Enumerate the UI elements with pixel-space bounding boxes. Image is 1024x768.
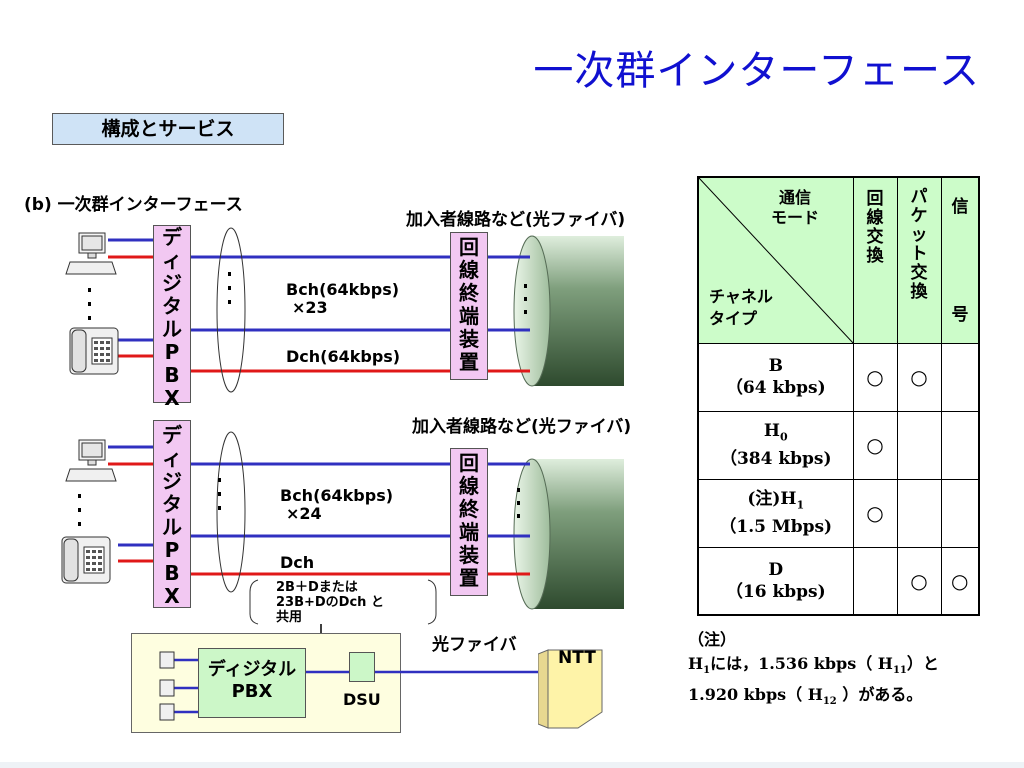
channel-group-ellipse-1 [216, 227, 246, 393]
fiber-cylinder-2 [513, 458, 624, 610]
dch-label-1: Dch(64kbps) [286, 347, 401, 366]
fiber-label: 光ファイバ [432, 635, 517, 655]
table-row: D（16 kbps) ○ ○ [697, 546, 980, 616]
page-title: 一次群インターフェース [533, 48, 980, 94]
bottom-phone-icon [159, 651, 175, 669]
bottom-fax-icon [159, 703, 175, 721]
computer-icon-1 [65, 232, 117, 275]
bottom-digital-pbx: ディジタル PBX [198, 648, 306, 718]
dots-2 [78, 478, 520, 526]
bottom-links [159, 651, 540, 721]
diagram-label: (b) 一次群インターフェース [24, 195, 243, 215]
h1-label: (注)H1 [747, 488, 805, 512]
dots-1 [88, 272, 527, 320]
phone-icon-2 [61, 536, 111, 584]
footnote-line-1: H1には，1.536 kbps（ H11）と [688, 654, 939, 677]
line-terminator-2-label: 回線終端装置 [459, 451, 479, 590]
shared-note: 2B＋Dまたは 23B+DのDch と 共用 [276, 580, 384, 625]
channel-lines-1 [190, 255, 530, 373]
terminal-links-1 [108, 238, 155, 358]
bch-count-2: ×24 [286, 504, 322, 523]
note-brace-left [249, 579, 259, 625]
bch-count-1: ×23 [292, 298, 328, 317]
col-circuit-switch: 回線交換 [852, 176, 898, 344]
computer-icon-2 [65, 439, 117, 482]
terminal-links-2 [108, 445, 155, 563]
note-brace-right [427, 579, 437, 625]
line-terminator-2 [450, 448, 488, 596]
footnote-line-2: 1.920 kbps（ H12 ）がある。 [688, 685, 923, 708]
table-header-corner: 通信モード チャネルタイプ [697, 176, 854, 344]
section-subtitle: 構成とサービス [52, 113, 284, 145]
ntt-building [538, 649, 603, 729]
line-terminator-1 [450, 232, 488, 380]
line-terminator-1-label: 回線終端装置 [459, 235, 479, 374]
dsu-unit [349, 652, 375, 682]
col-packet-switch: パケット交換 [896, 176, 942, 344]
col-signal: 信 号 [940, 176, 980, 344]
dch-label-2: Dch [280, 553, 315, 572]
subscriber-line-label-2: 加入者線路など(光ファイバ) [412, 417, 632, 437]
ntt-label: NTT [558, 648, 596, 668]
bch-label-1: Bch(64kbps) [286, 280, 400, 299]
footer-bar [0, 762, 1024, 768]
bch-label-2: Bch(64kbps) [280, 486, 394, 505]
dsu-label: DSU [343, 690, 381, 709]
channel-group-ellipse-2 [216, 431, 246, 593]
phone-icon-1 [69, 327, 119, 375]
table-footnote: （注） H1には，1.536 kbps（ H11）と 1.920 kbps（ H… [688, 628, 1008, 714]
channel-mode-table: 通信モード チャネルタイプ 回線交換 パケット交換 信 号 B（64 kbps)… [697, 176, 980, 616]
table-row: H0（384 kbps) ○ [697, 410, 980, 480]
channel-lines-2 [190, 462, 530, 576]
subscriber-line-label-1: 加入者線路など(光ファイバ) [406, 210, 626, 230]
fiber-cylinder-1 [513, 235, 624, 387]
table-row: (注)H1（1.5 Mbps) ○ [697, 478, 980, 548]
table-row: B（64 kbps) ○ ○ [697, 342, 980, 412]
bottom-computer-icon [159, 679, 175, 697]
h0-label: H0 [763, 420, 788, 444]
digital-pbx-1 [153, 225, 191, 403]
digital-pbx-2 [153, 420, 191, 608]
